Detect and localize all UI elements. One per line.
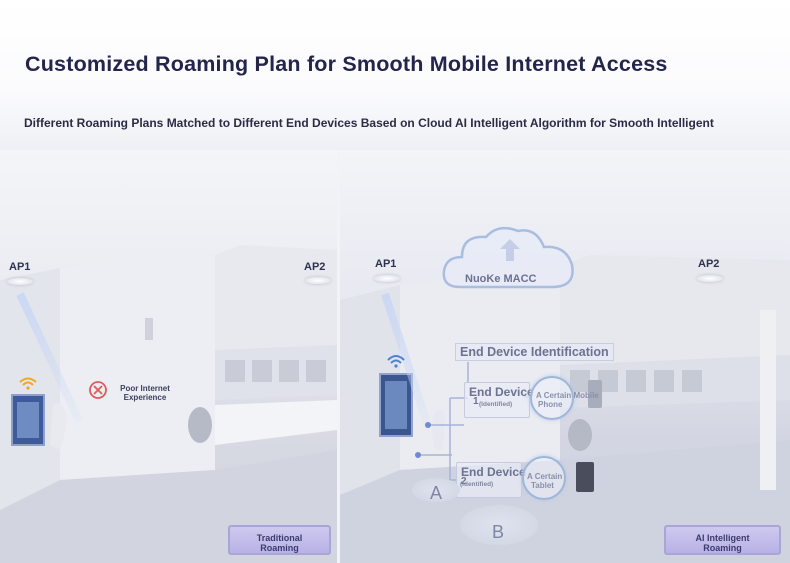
- end-device-2-box: End Device 2 (Identified): [456, 462, 526, 498]
- traditional-roaming-line1: Traditional: [256, 533, 303, 543]
- right-room-illustration: [340, 255, 790, 563]
- end-device-1-name: End Device: [469, 385, 534, 399]
- device-identification-label: End Device Identification: [455, 343, 614, 361]
- mobile-phone-label: A Certain Mobile Phone: [536, 391, 599, 409]
- cloud-icon: [442, 226, 574, 289]
- mobile-phone-line2: Phone: [538, 400, 563, 409]
- tablet-label: A Certain Tablet: [527, 472, 562, 490]
- tablet-line2: Tablet: [531, 481, 554, 490]
- bubble-a-letter: A: [430, 483, 443, 503]
- wifi-icon-right: [387, 355, 405, 368]
- ai-roaming-line1: AI Intelligent: [695, 533, 750, 543]
- poor-experience-line2: Experience: [123, 393, 167, 402]
- mobile-phone-line1: A Certain Mobile: [536, 391, 599, 400]
- panel-divider: [337, 150, 340, 563]
- mobile-phone-tag: [530, 376, 574, 420]
- end-device-2-name: End Device: [461, 465, 526, 479]
- tablet-tag: [522, 456, 566, 500]
- traditional-roaming-panel: AP1 AP2 Poor Internet Experience Traditi…: [0, 150, 337, 563]
- scene: AP1 AP2 Poor Internet Experience Traditi…: [0, 150, 790, 563]
- ap1-label-right: AP1: [375, 258, 397, 270]
- bubble-b-letter: B: [492, 522, 505, 542]
- ap2-light-right: [697, 275, 723, 282]
- end-device-1-num: 1: [473, 396, 479, 407]
- wifi-icon: [19, 377, 37, 390]
- page-title: Customized Roaming Plan for Smooth Mobil…: [25, 52, 668, 76]
- bubble-b: [460, 505, 538, 545]
- end-device-2-sub: (Identified): [460, 481, 494, 488]
- cloud-label: NuoKe MACC: [465, 273, 537, 285]
- traditional-roaming-button[interactable]: Traditional Roaming: [228, 525, 331, 555]
- header: Customized Roaming Plan for Smooth Mobil…: [0, 0, 790, 150]
- poor-experience-label: Poor Internet Experience: [110, 384, 180, 402]
- ai-roaming-panel: NuoKe MACC AP1 AP2 End Device Identifica…: [340, 150, 790, 563]
- ap2-label-right: AP2: [698, 258, 720, 270]
- poor-experience-line1: Poor Internet: [120, 384, 170, 393]
- ap2-label: AP2: [304, 261, 326, 273]
- ai-roaming-line2: Roaming: [703, 543, 742, 553]
- ap1-label: AP1: [9, 261, 31, 273]
- end-device-2-num: 2: [461, 476, 467, 487]
- ai-roaming-button[interactable]: AI Intelligent Roaming: [664, 525, 781, 555]
- traditional-roaming-line2: Roaming: [260, 543, 299, 553]
- bubble-a: [412, 478, 460, 502]
- page-subtitle: Different Roaming Plans Matched to Diffe…: [24, 116, 714, 130]
- end-device-1-box: End Device 1 (Identified): [464, 382, 534, 418]
- error-icon: [89, 381, 107, 399]
- ap1-light-right: [374, 275, 400, 282]
- connector-lines: [415, 362, 532, 481]
- ap1-light: [7, 278, 33, 285]
- tablet-line1: A Certain: [527, 472, 563, 481]
- ap2-light: [305, 277, 331, 284]
- end-device-1-sub: (Identified): [479, 401, 513, 408]
